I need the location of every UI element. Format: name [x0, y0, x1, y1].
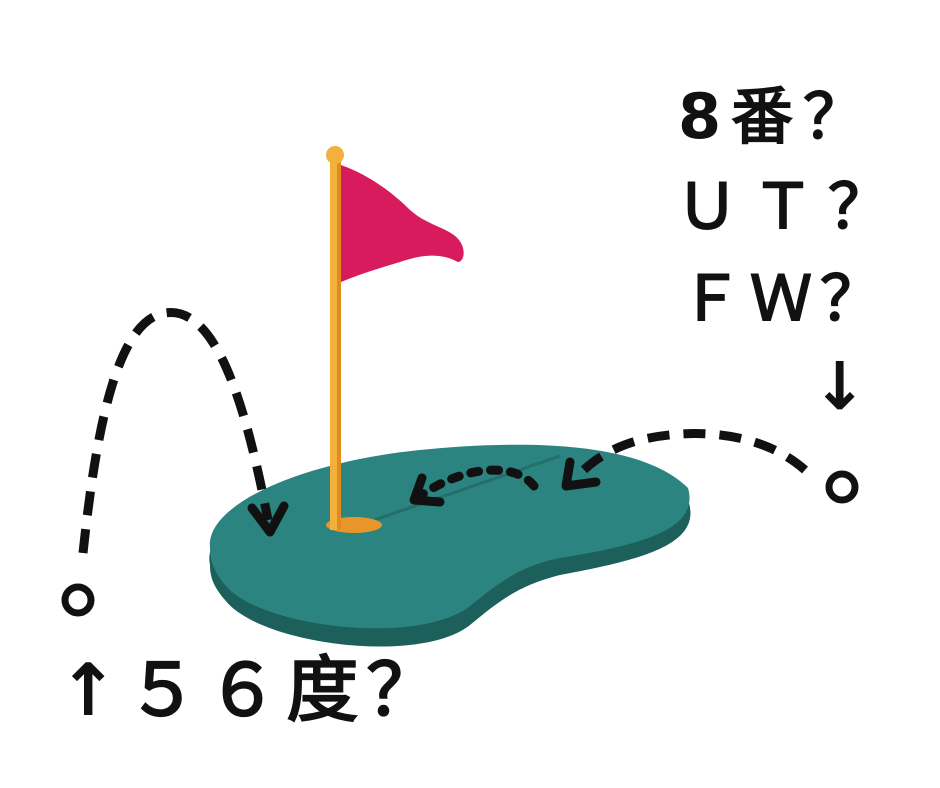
- club-option-8-iron: 8番？: [678, 80, 876, 153]
- club-option-utility: ＵＴ？: [676, 170, 905, 243]
- flag-icon: [341, 165, 464, 282]
- club-option-fairway-wood: ＦＷ？: [680, 262, 891, 335]
- flag-pole: [330, 160, 341, 530]
- putting-green: [209, 444, 690, 629]
- approach-arrow-head: [561, 457, 601, 491]
- wedge-arrow-head: [247, 501, 289, 537]
- wedge-loft-label: ↑５６度？: [58, 648, 447, 732]
- golf-ball-icon: [61, 583, 95, 617]
- putt-trajectory: [415, 465, 539, 501]
- flag-pole-shade: [337, 160, 341, 530]
- putt-arrow-head: [409, 473, 445, 507]
- putt-line: [359, 454, 561, 527]
- down-arrow-icon: ↓: [812, 348, 868, 425]
- approach-shot-trajectory: [572, 429, 808, 482]
- golf-ball-icon: [825, 470, 859, 504]
- flag-pole-top: [326, 146, 344, 164]
